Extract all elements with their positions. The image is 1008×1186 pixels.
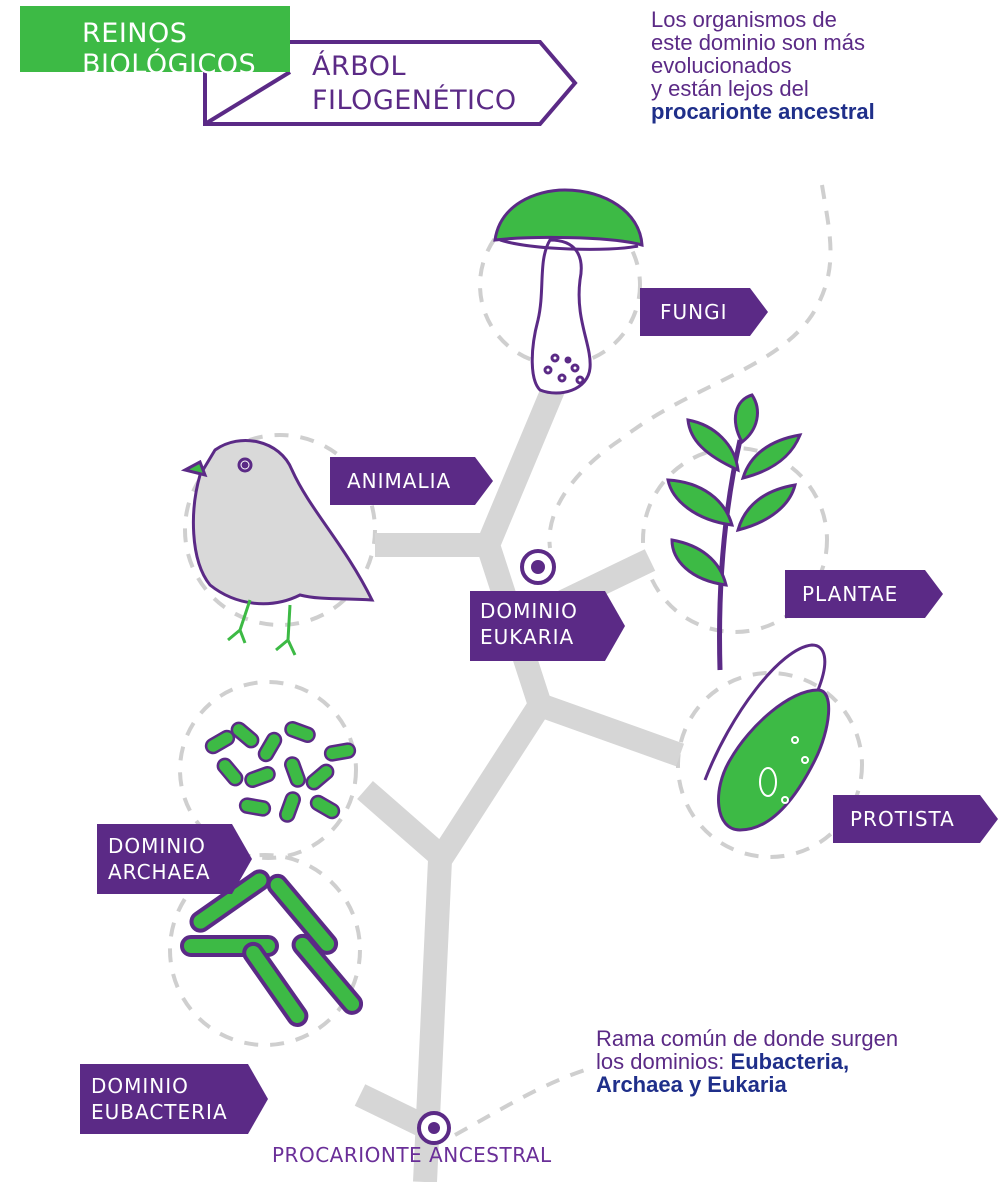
eubacteria-label-line2: EUBACTERIA [91, 1099, 228, 1125]
note-bottom-line2-plain: los dominios: [596, 1049, 731, 1074]
fungi-label: FUNGI [660, 299, 728, 325]
note-top-line3: evolucionados [651, 54, 951, 77]
archaea-label: DOMINIO ARCHAEA [108, 833, 211, 885]
note-bottom-line1: Rama común de donde surgen [596, 1027, 976, 1050]
eukaria-note: Los organismos de este dominio son más e… [651, 8, 951, 123]
plantae-label: PLANTAE [802, 581, 898, 607]
eubacteria-label: DOMINIO EUBACTERIA [91, 1073, 228, 1125]
note-bottom-line3-bold: Archaea y Eukaria [596, 1072, 787, 1097]
header-purple-line2: FILOGENÉTICO [312, 84, 517, 118]
mushroom-icon [495, 190, 642, 393]
animalia-label: ANIMALIA [347, 468, 451, 494]
note-bottom-line2-bold: Eubacteria, [731, 1049, 850, 1074]
root-label: PROCARIONTE ANCESTRAL [272, 1143, 552, 1167]
branch-archaea [365, 790, 445, 860]
note-top-bold: procarionte ancestral [651, 99, 875, 124]
plant-icon [668, 395, 800, 670]
eukaria-label-line1: DOMINIO [480, 598, 578, 624]
eubacteria-label-line1: DOMINIO [91, 1073, 228, 1099]
root-note-connector [455, 1070, 585, 1135]
note-top-line2: este dominio son más [651, 31, 951, 54]
branch-protista [540, 705, 680, 755]
archaea-label-line1: DOMINIO [108, 833, 211, 859]
header-green-title: REINOS BIOLÓGICOS [82, 18, 256, 80]
archaea-label-line2: ARCHAEA [108, 859, 211, 885]
archaea-bacteria-icon [204, 720, 356, 823]
eukaria-node-icon [522, 551, 554, 583]
note-top-line1: Los organismos de [651, 8, 951, 31]
note-top-line4: y están lejos del [651, 77, 951, 100]
header-purple-title: ÁRBOL FILOGENÉTICO [312, 50, 517, 118]
header-green-line2: BIOLÓGICOS [82, 49, 256, 80]
header-purple-line1: ÁRBOL [312, 50, 517, 84]
protista-label: PROTISTA [850, 806, 955, 832]
root-node-icon [419, 1113, 449, 1143]
eukaria-label-line2: EUKARIA [480, 624, 578, 650]
root-note: Rama común de donde surgen los dominios:… [596, 1027, 976, 1096]
header-green-line1: REINOS [82, 18, 256, 49]
eukaria-label: DOMINIO EUKARIA [480, 598, 578, 650]
